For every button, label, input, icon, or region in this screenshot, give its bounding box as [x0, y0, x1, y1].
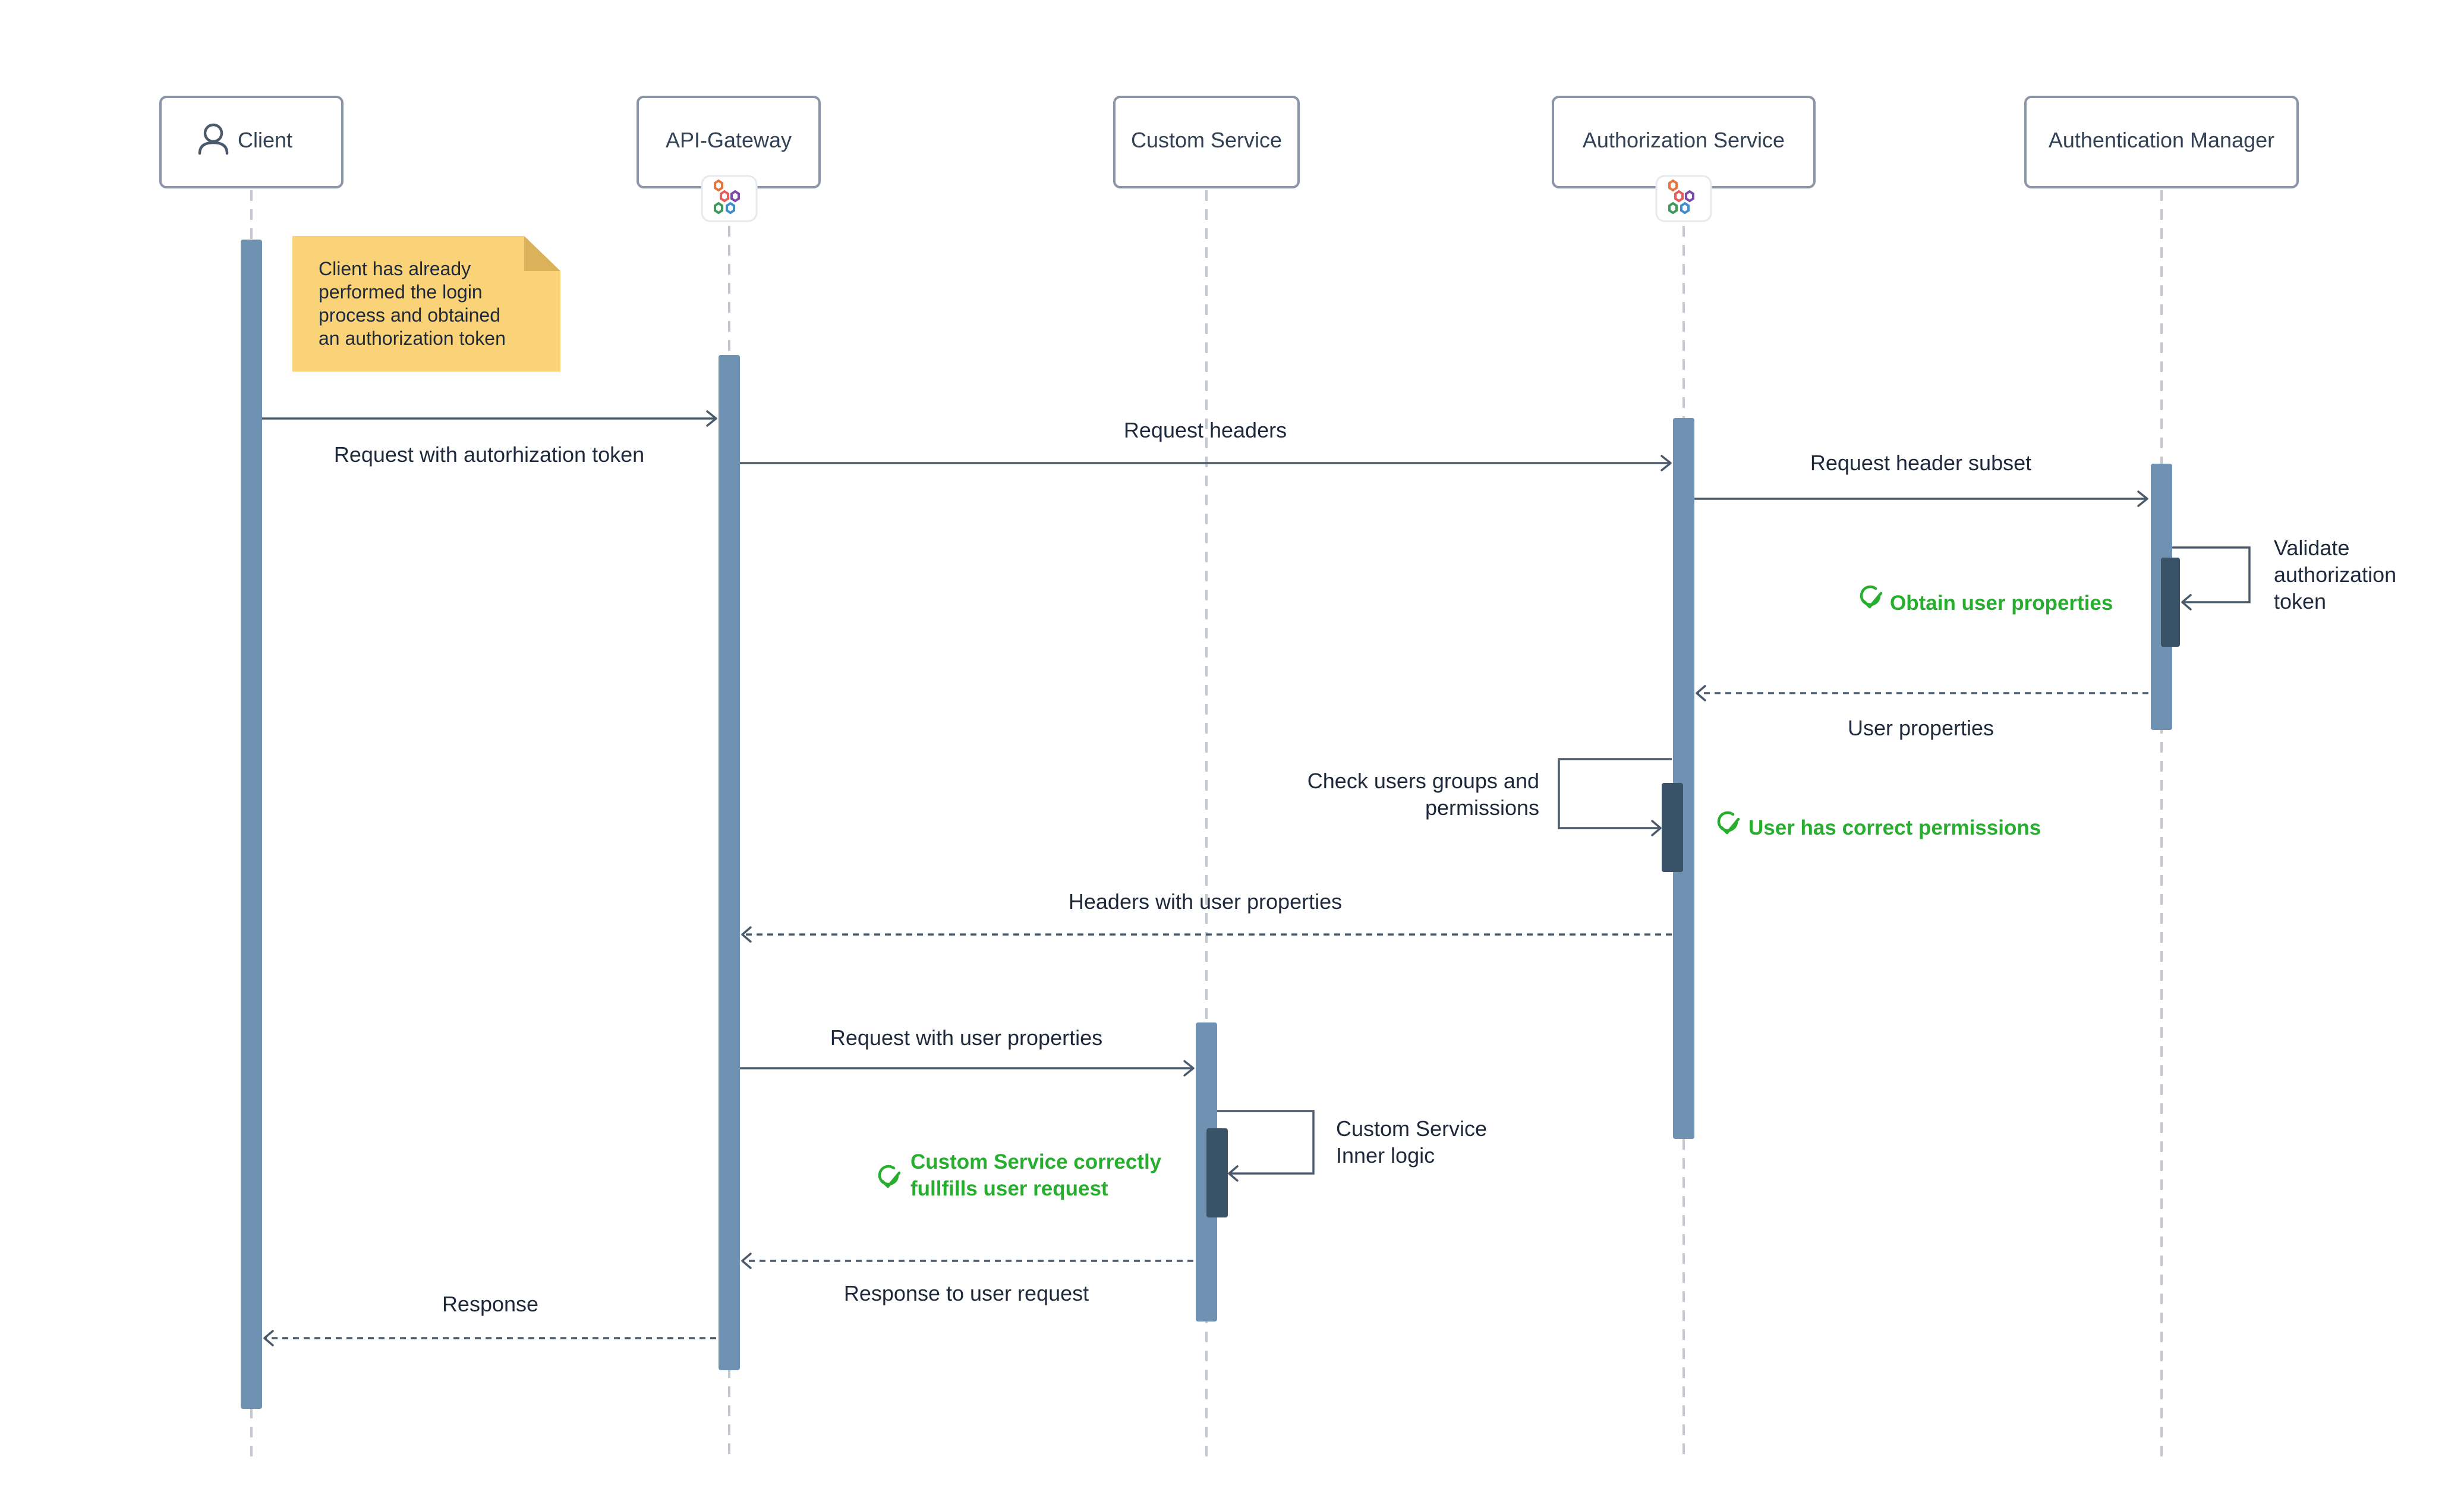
check-label: User has correct permissions [1748, 816, 2041, 839]
message-request-headers: Request headers [740, 418, 1672, 471]
message-response: Response [263, 1292, 716, 1346]
actor-label: Client [238, 128, 292, 152]
note-line: performed the login [319, 281, 483, 303]
message-label: Request with user properties [830, 1025, 1102, 1050]
inner-activation-custom-service [1206, 1128, 1228, 1217]
message-label: Request headers [1124, 418, 1287, 442]
user-icon [198, 123, 229, 155]
actor-label: Authorization Service [1583, 128, 1785, 152]
self-call-label: Check users groups and [1307, 769, 1539, 793]
actor-label: Authentication Manager [2049, 128, 2274, 152]
self-call-custom-inner-logic: Custom Service Inner logic [1217, 1110, 1487, 1182]
self-call-validate-token: Validate authorization token [2172, 536, 2396, 613]
self-call-check-permissions: Check users groups and permissions [1307, 758, 1672, 836]
message-label: Response [442, 1292, 538, 1316]
actor-authorization-service[interactable]: Authorization Service [1552, 96, 1816, 188]
note-line: Client has already [319, 258, 471, 279]
message-request-with-user-properties: Request with user properties [740, 1025, 1195, 1077]
check-label: Obtain user properties [1890, 591, 2113, 615]
note: Client has already performed the login p… [292, 236, 560, 372]
self-call-label: Validate [2274, 536, 2349, 560]
check-custom-service-fulfills: Custom Service correctly fullfills user … [878, 1150, 1162, 1200]
actor-custom-service[interactable]: Custom Service [1113, 96, 1300, 188]
self-call-label: permissions [1425, 795, 1539, 820]
check-label: Custom Service correctly [910, 1150, 1162, 1173]
check-circle-icon [1860, 585, 1883, 609]
message-label: Request with autorhization token [334, 442, 644, 467]
hexagon-cluster-icon [701, 175, 758, 222]
message-label: User properties [1848, 716, 1994, 740]
self-call-label: Custom Service [1336, 1116, 1487, 1141]
inner-activation-authorization-service [1662, 783, 1683, 872]
self-call-label: token [2274, 589, 2326, 613]
message-request-header-subset: Request header subset [1694, 451, 2148, 507]
message-user-properties: User properties [1696, 685, 2148, 740]
inner-activation-authentication-manager [2161, 558, 2180, 647]
message-response-to-user-request: Response to user request [741, 1253, 1193, 1305]
note-line: process and obtained [319, 304, 500, 326]
actor-authentication-manager[interactable]: Authentication Manager [2024, 96, 2299, 188]
self-call-label: Inner logic [1336, 1143, 1435, 1168]
actor-label: Custom Service [1131, 128, 1282, 152]
actor-label: API-Gateway [666, 128, 792, 152]
note-line: an authorization token [319, 328, 506, 349]
message-label: Request header subset [1810, 451, 2031, 475]
activation-api-gateway [719, 355, 740, 1370]
check-obtain-user-properties: Obtain user properties [1860, 585, 2113, 615]
check-label: fullfills user request [910, 1177, 1108, 1200]
self-call-label: authorization [2274, 562, 2396, 587]
check-circle-icon [1717, 811, 1740, 835]
activation-authorization-service [1673, 418, 1694, 1139]
message-headers-with-user-properties: Headers with user properties [741, 889, 1672, 943]
hexagon-cluster-icon [1655, 175, 1712, 222]
check-circle-icon [878, 1165, 901, 1188]
activation-client [241, 240, 262, 1409]
message-label: Response to user request [844, 1281, 1089, 1305]
actor-api-gateway[interactable]: API-Gateway [637, 96, 821, 188]
check-user-permissions: User has correct permissions [1717, 811, 2041, 839]
actor-client[interactable]: Client [159, 96, 344, 188]
message-label: Headers with user properties [1069, 889, 1342, 914]
message-request-with-token: Request with autorhization token [262, 410, 717, 467]
